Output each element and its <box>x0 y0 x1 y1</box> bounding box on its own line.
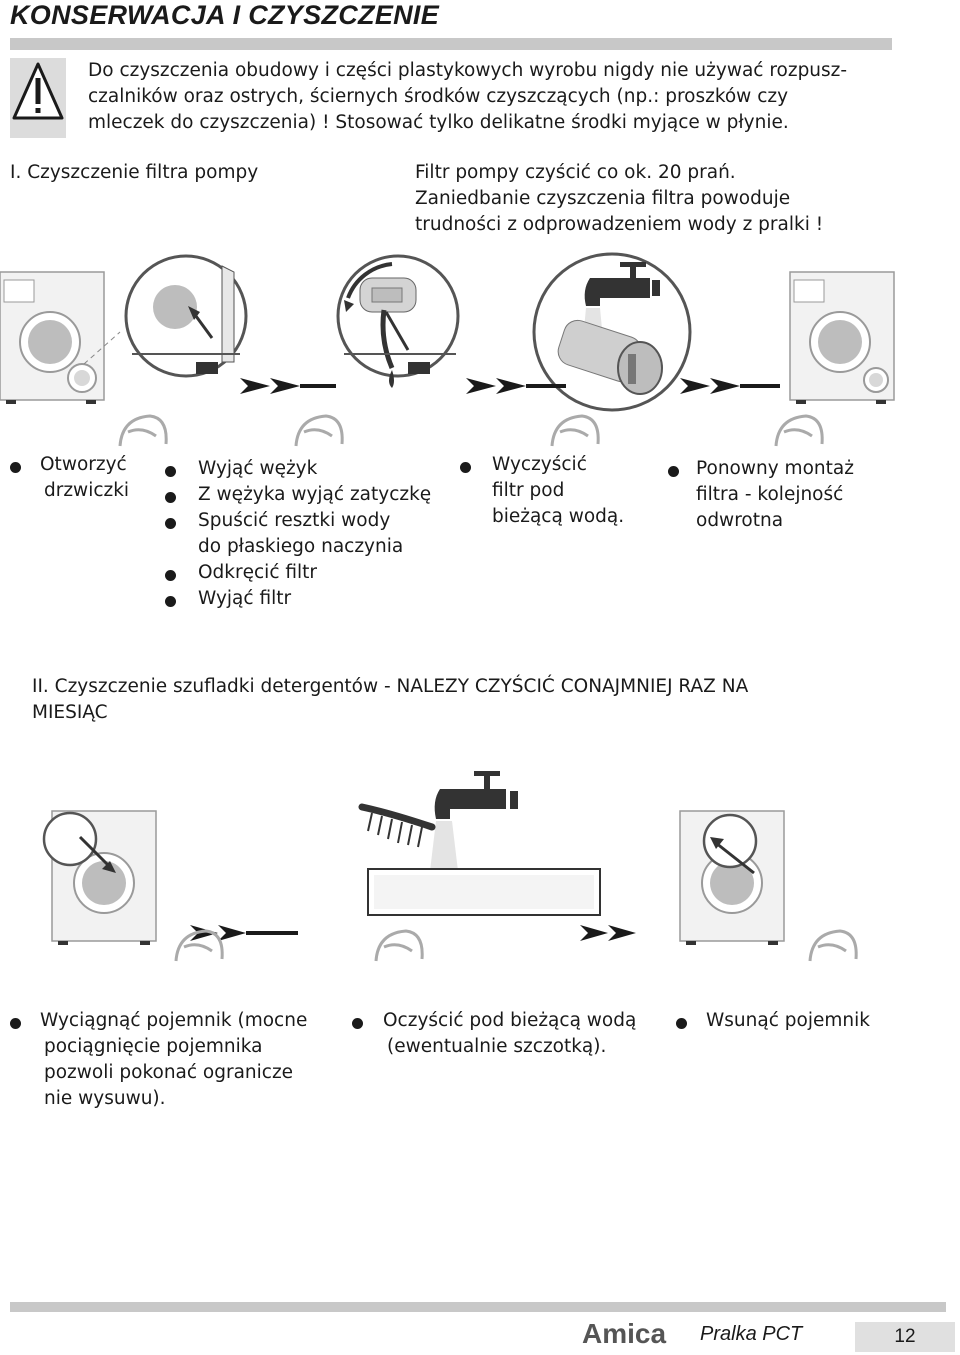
washing-machine-right <box>789 271 895 404</box>
step-bullet <box>165 466 176 477</box>
step-bullet <box>165 570 176 581</box>
rinse-drawer <box>358 771 601 916</box>
step-line: Wyciągnąć pojemnik (mocne <box>40 1010 308 1031</box>
washing-machine-drawer-in <box>679 810 785 945</box>
step-line: filtr pod <box>492 480 565 501</box>
rinse-filter-circle <box>532 252 692 412</box>
section1-heading: I. Czyszczenie filtra pompy <box>10 162 259 183</box>
warning-triangle-icon <box>12 62 64 120</box>
step-bullet <box>676 1018 687 1029</box>
step-bullet <box>460 462 471 473</box>
open-hatch-circle <box>124 254 248 378</box>
step-line: Odkręcić filtr <box>198 562 318 583</box>
step-bullet <box>668 466 679 477</box>
filter-cleaning-illustration <box>0 252 895 447</box>
drain-hose-circle <box>336 254 460 388</box>
step-line: Otworzyć <box>40 454 127 475</box>
section2-heading-line: MIESIĄC <box>32 702 108 723</box>
note-line: Zaniedbanie czyszczenia filtra powoduje <box>415 188 791 209</box>
warning-text: Do czyszczenia obudowy i części plastyko… <box>88 58 898 136</box>
step-line: do płaskiego naczynia <box>198 536 404 557</box>
step-line: pociągnięcie pojemnika <box>44 1036 263 1057</box>
step-bullet <box>10 462 21 473</box>
step-line: pozwoli pokonać ogranicze <box>44 1062 294 1083</box>
step-line: (ewentualnie szczotką). <box>387 1036 607 1057</box>
top-divider <box>10 38 892 50</box>
hand-icon <box>118 414 824 447</box>
step-line: Oczyścić pod bieżącą wodą <box>383 1010 637 1031</box>
step-bullet <box>165 596 176 607</box>
page-number-box <box>855 1322 955 1352</box>
hand-icon <box>174 929 858 962</box>
warning-box <box>10 58 66 138</box>
warning-line: czalników oraz ostrych, ściernych środkó… <box>88 86 789 107</box>
step-bullet <box>10 1018 21 1029</box>
step-insert-drawer: Wsunąć pojemnik <box>706 1008 870 1034</box>
step-line: nie wysuwu). <box>44 1088 166 1109</box>
warning-line: mleczek do czyszczenia) ! Stosować tylko… <box>88 112 789 133</box>
model-name: Pralka PCT <box>700 1323 803 1345</box>
step-line: Wyjąć filtr <box>198 588 292 609</box>
warning-line: Do czyszczenia obudowy i części plastyko… <box>88 60 848 81</box>
step-line: Wyczyścić <box>492 454 587 475</box>
step-line: Wsunąć pojemnik <box>706 1010 870 1031</box>
step-drain: Wyjąć wężyk Z wężyka wyjąć zatyczkę Spuś… <box>198 456 431 612</box>
washing-machine-drawer-out <box>42 810 157 945</box>
step-open-door: Otworzyć drzwiczki <box>40 452 129 504</box>
step-line: Wyjąć wężyk <box>198 458 318 479</box>
step-line: Spuścić resztki wody <box>198 510 391 531</box>
step-reassemble: Ponowny montaż filtra - kolejność odwrot… <box>696 456 854 534</box>
step-line: Z wężyka wyjąć zatyczkę <box>198 484 432 505</box>
page-number: 12 <box>894 1326 916 1347</box>
washing-machine-left <box>0 271 121 404</box>
step-line: drzwiczki <box>44 480 130 501</box>
brand-logo: Amica <box>582 1318 667 1349</box>
step-line: odwrotna <box>696 510 784 531</box>
filter-note: Filtr pompy czyścić co ok. 20 prań. Zani… <box>415 160 935 238</box>
step-bullet <box>165 518 176 529</box>
page-title: KONSERWACJA I CZYSZCZENIE <box>10 0 440 30</box>
step-clean-drawer: Oczyścić pod bieżącą wodą (ewentualnie s… <box>383 1008 636 1060</box>
step-arrows <box>240 378 780 394</box>
step-line: Ponowny montaż <box>696 458 854 479</box>
bottom-divider <box>10 1302 946 1312</box>
section2-heading-line: II. Czyszczenie szufladki detergentów - … <box>32 676 749 697</box>
step-bullet <box>352 1018 363 1029</box>
step-pull-drawer: Wyciągnąć pojemnik (mocne pociągnięcie p… <box>40 1008 307 1112</box>
step-bullet <box>165 492 176 503</box>
section2-heading: II. Czyszczenie szufladki detergentów - … <box>32 674 748 726</box>
note-line: trudności z odprowadzeniem wody z pralki… <box>415 214 824 235</box>
step-rinse: Wyczyścić filtr pod bieżącą wodą. <box>492 452 624 530</box>
step-line: filtra - kolejność <box>696 484 844 505</box>
step-arrows <box>190 925 636 941</box>
detergent-drawer-illustration <box>42 771 858 962</box>
step-line: bieżącą wodą. <box>492 506 625 527</box>
note-line: Filtr pompy czyścić co ok. 20 prań. <box>415 162 736 183</box>
